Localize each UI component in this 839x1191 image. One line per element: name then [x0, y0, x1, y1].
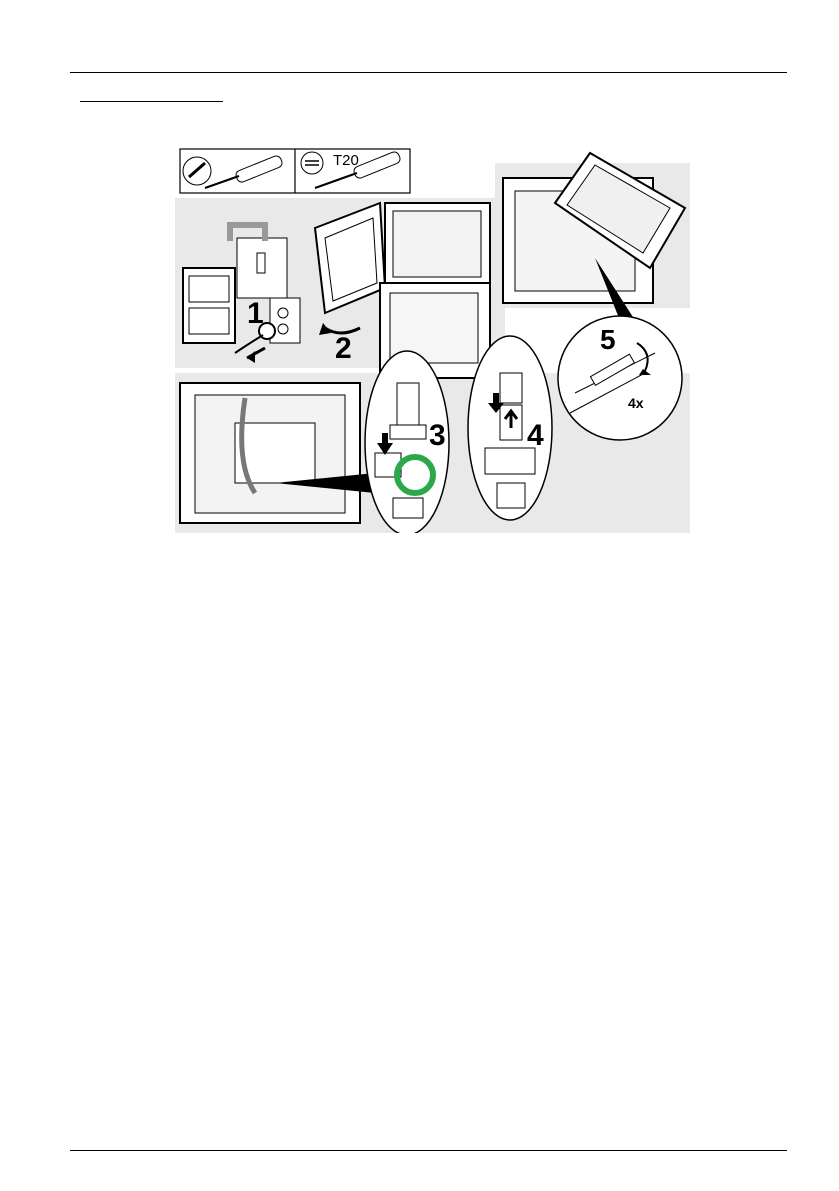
step-3-number: 3 [429, 419, 446, 452]
enclosure-interior [180, 383, 375, 523]
footer-rule [70, 1150, 787, 1151]
screw-quantity-label: 4x [628, 395, 644, 411]
installation-illustration: T20 1 2 [175, 143, 690, 533]
header-rule [70, 72, 787, 73]
step-4-number: 4 [527, 419, 544, 452]
step-5-number: 5 [600, 324, 616, 355]
step-1-number: 1 [247, 297, 264, 330]
torx-size-label: T20 [333, 152, 359, 169]
tools-box: T20 [180, 149, 410, 193]
section-heading-underline [80, 101, 223, 102]
step-2-number: 2 [335, 332, 352, 365]
